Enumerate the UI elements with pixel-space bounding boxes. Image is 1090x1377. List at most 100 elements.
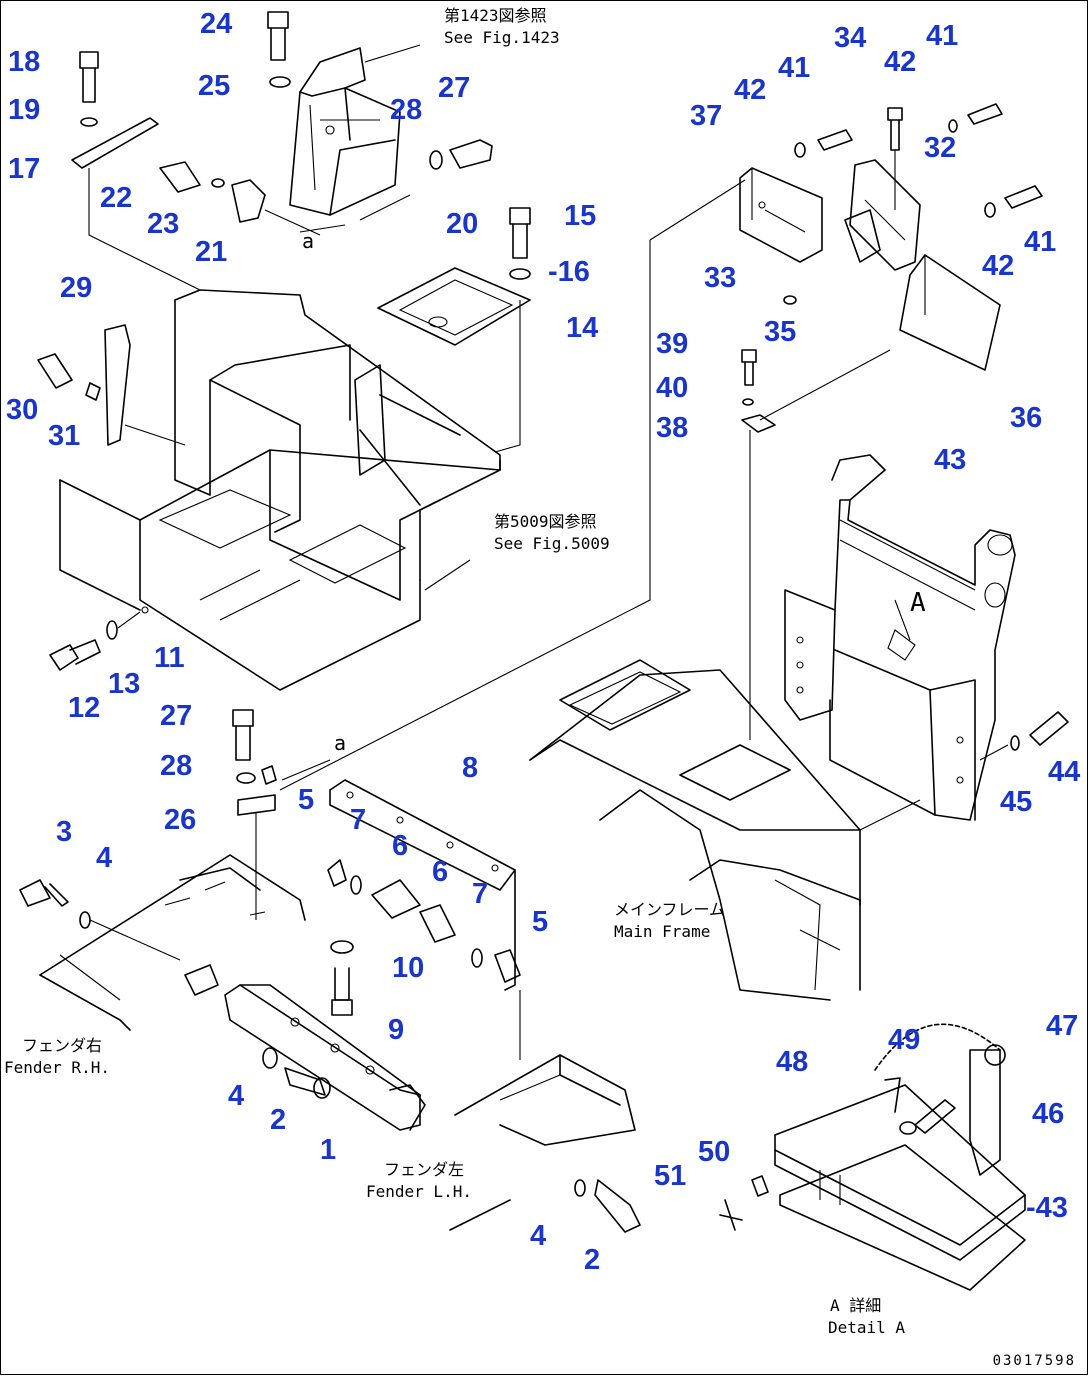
callout-34: 34 (834, 22, 867, 54)
note-detail-en: Detail A (828, 1318, 906, 1337)
view-a-label: A (910, 588, 926, 618)
callout-2: 2 (270, 1104, 287, 1136)
callout-5: 5 (532, 906, 549, 938)
callout-37: 37 (690, 100, 723, 132)
note-detail-jp: A 詳細 (830, 1296, 882, 1315)
callout-6: 6 (392, 830, 409, 862)
callout-27: 27 (160, 700, 193, 732)
callout-19: 19 (8, 94, 41, 126)
callout-48: 48 (776, 1046, 809, 1078)
callout-41: 41 (926, 20, 959, 52)
callout-4: 4 (530, 1220, 547, 1252)
note-fig5009-en: See Fig.5009 (494, 534, 610, 553)
callout-25: 25 (198, 70, 231, 102)
callout-42: 42 (982, 250, 1015, 282)
note-mainframe-en: Main Frame (614, 922, 711, 941)
callout-4: 4 (228, 1080, 245, 1112)
fender-rh (39, 854, 306, 1031)
callout-1: 1 (320, 1134, 337, 1166)
bracket-37 (739, 167, 823, 263)
callout-23: 23 (147, 208, 180, 240)
callout-4: 4 (96, 842, 113, 874)
callout-8: 8 (462, 752, 479, 784)
ref-a-top: a (302, 229, 315, 253)
callout-7: 7 (472, 878, 489, 910)
note-fig1423-en: See Fig.1423 (444, 28, 560, 47)
callout-28: 28 (390, 94, 423, 126)
callout-38: 38 (656, 412, 689, 444)
callout-24: 24 (200, 8, 233, 40)
bolt-3 (19, 879, 181, 961)
callout-14: 14 (566, 312, 599, 344)
callout-31: 31 (48, 420, 81, 452)
bolt-12 (49, 611, 141, 671)
beam-1 (184, 964, 426, 1131)
note-fig5009-jp: 第5009図参照 (494, 512, 597, 531)
callout-21: 21 (195, 236, 228, 268)
ref-a-mid: a (334, 731, 347, 755)
callout-43: -43 (1026, 1192, 1068, 1224)
callout-49: 49 (888, 1024, 921, 1056)
callout-44: 44 (1048, 756, 1081, 788)
callout-50: 50 (698, 1136, 731, 1168)
frame-11 (59, 289, 501, 691)
callout-6: 6 (432, 856, 449, 888)
callout-42: 42 (734, 74, 767, 106)
bolt-30 (37, 324, 186, 446)
callout-10: 10 (392, 952, 425, 984)
hardware-top-right (279, 103, 1043, 791)
callout-51: 51 (654, 1160, 687, 1192)
note-fender-lh-jp: フェンダ左 (384, 1160, 465, 1179)
callout-36: 36 (1010, 402, 1043, 434)
bracket-32 (844, 159, 921, 271)
callout-27: 27 (438, 72, 471, 104)
bolt-18 (71, 51, 201, 291)
note-fender-rh-jp: フェンダ右 (22, 1036, 103, 1055)
callout-35: 35 (764, 316, 797, 348)
callout-41: 41 (1024, 226, 1057, 258)
plate-14 (377, 207, 531, 453)
drawing-number: 03017598 (992, 1353, 1076, 1369)
callout-46: 46 (1032, 1098, 1065, 1130)
pin-plate-8 (327, 779, 521, 1060)
note-fig1423-jp: 第1423図参照 (444, 6, 547, 25)
note-fender-rh-en: Fender R.H. (4, 1058, 110, 1077)
callout-30: 30 (6, 394, 39, 426)
callout-43: 43 (934, 444, 967, 476)
callout-45: 45 (1000, 786, 1033, 818)
callout-29: 29 (60, 272, 93, 304)
callout-9: 9 (388, 1014, 405, 1046)
detail-a (719, 1023, 1026, 1291)
bolt-27-top (299, 139, 493, 233)
callout-39: 39 (656, 328, 689, 360)
clamp-21 (159, 161, 321, 236)
callout-28: 28 (160, 750, 193, 782)
bolt-9 (330, 940, 354, 1016)
callout-33: 33 (704, 262, 737, 294)
callout-5: 5 (298, 784, 315, 816)
bracket-43 (784, 454, 1016, 821)
fender-lh (449, 1054, 641, 1233)
callout-18: 18 (8, 46, 41, 78)
bracket-20 (289, 44, 421, 216)
callout-13: 13 (108, 668, 141, 700)
bolt-24 (267, 11, 291, 88)
note-mainframe-jp: メインフレーム (614, 900, 726, 919)
bolt-27-lower (232, 709, 331, 920)
callout-42: 42 (884, 46, 917, 78)
callout-7: 7 (350, 804, 367, 836)
main-frame (529, 659, 921, 1001)
callout-47: 47 (1046, 1010, 1079, 1042)
callout-11: 11 (154, 642, 185, 674)
callout-41: 41 (778, 52, 811, 84)
callout-12: 12 (68, 692, 101, 724)
callout-2: 2 (584, 1244, 601, 1276)
callout-40: 40 (656, 372, 689, 404)
note-fender-lh-en: Fender L.H. (366, 1182, 472, 1201)
callout-15: 15 (564, 200, 597, 232)
bracket-36 (899, 254, 1001, 371)
callout-17: 17 (8, 153, 41, 185)
callout-16: -16 (548, 256, 590, 288)
